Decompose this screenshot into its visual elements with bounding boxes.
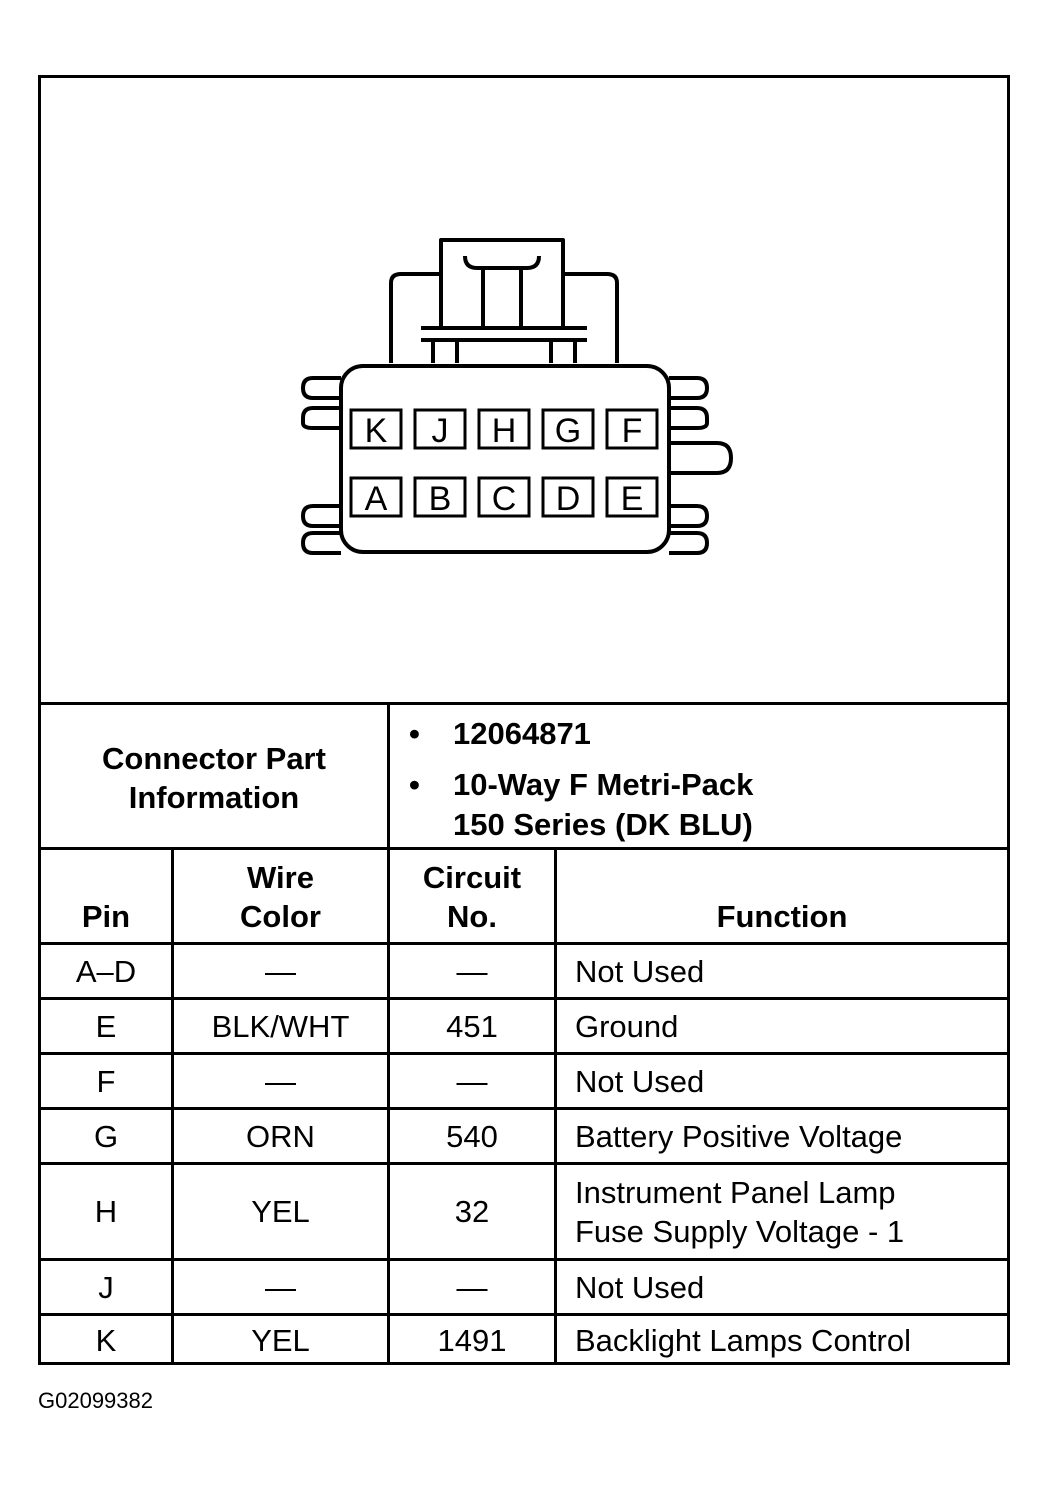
table-row: K YEL 1491 Backlight Lamps Control [41, 1313, 1007, 1365]
cell-function: Backlight Lamps Control [575, 1323, 911, 1358]
cell-function: Not Used [575, 1063, 705, 1099]
part-info-label: Connector Part Information [41, 705, 390, 850]
cell-function: Not Used [575, 953, 705, 989]
cell-wire-color: — [174, 1055, 390, 1107]
cell-circuit: 451 [390, 1000, 557, 1052]
pin-label-c: C [492, 480, 517, 518]
cell-pin: J [41, 1261, 174, 1313]
cell-pin: A–D [41, 945, 174, 997]
pin-cavity-g [541, 408, 595, 450]
cell-pin: F [41, 1055, 174, 1107]
cell-wire-color: YEL [174, 1316, 390, 1365]
connector-frame: K J H G F A B C D E Connector Part Infor… [38, 75, 1010, 1365]
bullet-icon: • [409, 716, 420, 751]
pin-cavity-c [477, 476, 531, 518]
cell-pin: E [41, 1000, 174, 1052]
part-number-item: • 12064871 [409, 714, 591, 754]
connector-diagram: K J H G F A B C D E [41, 78, 1007, 702]
pin-label-a: A [365, 480, 388, 518]
pin-label-d: D [556, 480, 581, 518]
part-info-label-line2: Information [128, 779, 300, 815]
connector-face-drawing: K J H G F A B C D E [301, 238, 733, 555]
cell-circuit: — [390, 945, 557, 997]
table-row: E BLK/WHT 451 Ground [41, 997, 1007, 1052]
cell-wire-color: ORN [174, 1110, 390, 1162]
pin-cavity-b [413, 476, 467, 518]
connector-part-info: Connector Part Information • 12064871 • … [41, 702, 1007, 850]
pin-cavity-a [349, 476, 403, 518]
pin-cavity-e [605, 476, 659, 518]
table-row: G ORN 540 Battery Positive Voltage [41, 1107, 1007, 1162]
pin-cavity-k [349, 408, 403, 450]
part-description-line2: 150 Series (DK BLU) [453, 807, 753, 842]
pin-label-b: B [429, 480, 452, 518]
cell-function: Battery Positive Voltage [575, 1118, 903, 1154]
cell-circuit: 1491 [390, 1316, 557, 1365]
cell-pin: K [41, 1316, 174, 1365]
header-function: Function [716, 899, 848, 934]
pin-label-f: F [622, 412, 643, 450]
bullet-icon: • [409, 767, 420, 802]
cell-function: Instrument Panel Lamp Fuse Supply Voltag… [557, 1165, 1007, 1258]
pin-label-h: H [492, 412, 517, 450]
cell-circuit: — [390, 1055, 557, 1107]
cell-function-line2: Fuse Supply Voltage - 1 [575, 1213, 905, 1249]
cell-pin: H [41, 1165, 174, 1258]
cell-circuit: 32 [390, 1165, 557, 1258]
cell-wire-color: — [174, 945, 390, 997]
part-info-details: • 12064871 • 10-Way F Metri-Pack 150 Ser… [393, 705, 1005, 850]
pin-label-k: K [365, 412, 388, 450]
cell-circuit: 540 [390, 1110, 557, 1162]
pin-label-e: E [621, 480, 644, 518]
cell-function-line1: Instrument Panel Lamp [575, 1174, 896, 1210]
pin-label-g: G [555, 412, 581, 450]
part-info-label-line1: Connector Part [102, 740, 326, 776]
table-row: F — — Not Used [41, 1052, 1007, 1107]
cell-circuit: — [390, 1261, 557, 1313]
part-description-line1: 10-Way F Metri-Pack [453, 767, 754, 802]
pin-cavity-f [605, 408, 659, 450]
header-pin: Pin [41, 850, 174, 942]
cell-function: Not Used [575, 1269, 705, 1305]
cell-wire-color: BLK/WHT [174, 1000, 390, 1052]
pin-label-j: J [432, 412, 449, 450]
part-description-item: • 10-Way F Metri-Pack 150 Series (DK BLU… [409, 765, 754, 845]
pin-cavity-j [413, 408, 467, 450]
table-row: A–D — — Not Used [41, 942, 1007, 997]
cell-function: Ground [575, 1008, 679, 1044]
table-row: J — — Not Used [41, 1258, 1007, 1313]
cell-wire-color: YEL [174, 1165, 390, 1258]
table-row: H YEL 32 Instrument Panel Lamp Fuse Supp… [41, 1162, 1007, 1258]
cell-wire-color: — [174, 1261, 390, 1313]
part-number: 12064871 [453, 716, 591, 751]
pin-cavity-d [541, 476, 595, 518]
pin-cavity-h [477, 408, 531, 450]
cell-pin: G [41, 1110, 174, 1162]
figure-code: G02099382 [38, 1388, 153, 1413]
